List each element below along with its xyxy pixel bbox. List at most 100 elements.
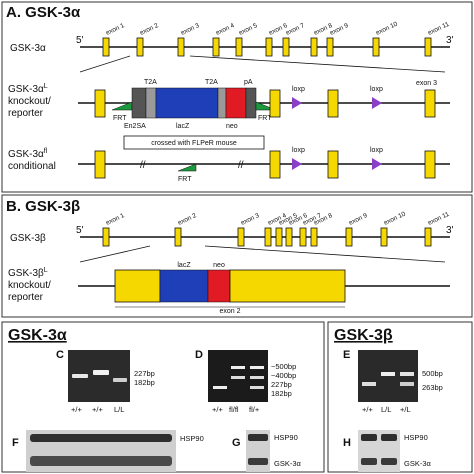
gene-a-exon-1-label: exon 1 [105,22,126,37]
cond-a-break-1: // [140,160,146,171]
gene-a-exon-2-label: exon 2 [139,22,160,37]
en2sa-label: En2SA [124,123,146,130]
ko-a-loxp-2 [372,97,382,109]
gene-a-exon-6-box [265,37,273,57]
ko-b-exon2-left [114,269,161,303]
three-prime-a: 3' [446,35,454,46]
gene-b-exon-3-label: exon 3 [240,212,261,227]
panel-c-band-label-2: 182bp [134,378,155,387]
panel-e-lane-2: L/L [381,405,391,414]
panel-c-band-2a [93,370,109,375]
panel-d-band-1 [213,386,227,389]
panel-d-band-label-4: 182bp [271,389,292,398]
section-a-title: A. GSK-3α [6,4,81,21]
gene-b-exon-7-box [299,227,307,247]
panel-d-band-6 [250,386,264,389]
gene-a-exon-5-box [235,37,243,57]
panel-e-lane-1: +/+ [362,405,373,414]
gene-a-exon-7-label: exon 7 [285,22,306,37]
panel-d-band-label-3: 227bp [271,380,292,389]
panel-d-letter: D [195,349,203,361]
panel-e-band-2 [381,372,395,376]
gene-b-exon-1-box [102,227,110,247]
panel-h-band-1 [361,434,377,441]
panel-c-lane-3: L/L [114,405,124,414]
row-b-ko-label-3: reporter [8,292,44,303]
panel-g-letter: G [232,437,241,449]
panel-d-band-4 [250,366,264,369]
gene-a-exon-10-label: exon 10 [375,21,399,37]
cond-a-loxp-2 [372,158,382,170]
panel-d-band-3 [231,376,245,379]
t2a-1-label: T2A [144,79,157,86]
zoom-line-b-right [204,245,446,263]
panel-e-band-label-2: 263bp [422,383,443,392]
gene-b-exon-10-label: exon 10 [383,211,407,227]
ko-a-loxp-2-label: loxp [370,86,383,93]
row-a-ko-label-1: GSK-3αL [8,83,48,95]
panel-d-band-label-2: ~400bp [271,371,296,380]
panel-g-band-2 [248,458,268,465]
panel-d-band-label-1: ~500bp [271,362,296,371]
panel-e-letter: E [343,349,350,361]
zoom-line-a-left [79,55,131,73]
cond-a-frt [177,163,197,172]
row-b-ko-label-1: GSK-3βL [8,267,48,279]
gene-a-exon-8-box [310,37,318,57]
panel-c-band-3a [113,378,127,382]
pa-box [245,87,257,119]
neo-label: neo [226,123,238,130]
section-a-frame [1,1,473,193]
three-prime-b: 3' [446,225,454,236]
panel-h-label-2: GSK-3α [404,459,432,468]
t2a-1-box [145,87,157,119]
panel-f-band-row-2 [30,456,172,466]
panel-h-label-1: HSP90 [404,433,428,442]
panel-e-band-1 [362,382,376,386]
five-prime-b: 5' [76,225,84,236]
lower-beta-title: GSK-3β [334,327,393,344]
ko-a-frt-2-label: FRT [258,115,272,122]
row-b-wt-label: GSK-3β [10,233,46,244]
panel-h-band-3 [361,458,377,465]
row-a-cond-label-1: GSK-3αfl [8,148,48,160]
ko-a-exon-3-box [327,89,339,118]
gene-b-exon-5-box [275,227,283,247]
t2a-2-label: T2A [205,79,218,86]
gene-b-exon-1-label: exon 1 [105,212,126,227]
panel-h-letter: H [343,437,351,449]
section-b-frame [1,194,473,318]
panel-h-band-2 [381,434,397,441]
panel-e-band-4 [400,382,414,386]
ko-b-neo-box [207,269,231,303]
panel-g-label-1: HSP90 [274,433,298,442]
cond-a-exon-3b-box [424,150,436,179]
gene-a-exon-1-box [102,37,110,57]
ko-b-lacz-label: lacZ [177,262,191,269]
gene-a-exon-4-label: exon 4 [215,22,236,37]
gene-b-exon-2-label: exon 2 [177,212,198,227]
cond-a-exon-2-box [94,150,106,179]
panel-d-band-5 [250,376,264,379]
cond-a-frt-label: FRT [178,176,192,183]
panel-c-letter: C [56,349,64,361]
t2a-2-box [217,87,227,119]
panel-g-band-1 [248,434,268,441]
en2sa-box [131,87,147,119]
panel-c-lane-1: +/+ [71,405,82,414]
ko-b-exon2-label: exon 2 [219,308,240,315]
row-a-cond-label-2: conditional [8,161,56,172]
gene-b-exon-4-box [264,227,272,247]
neo-box [225,87,247,119]
gene-a-exon-3-box [177,37,185,57]
ko-b-lacz-box [159,269,209,303]
zoom-line-a-right [189,55,446,73]
lacz-box [155,87,219,119]
ko-b-exon2-right [229,269,346,303]
panel-e-band-3 [400,372,414,376]
gene-b-exon-8-box [310,227,318,247]
panel-e-lane-3: +/L [400,405,411,414]
ko-a-exon-2-box [94,89,106,118]
panel-d-lane-3: fl/+ [249,405,260,414]
panel-g-label-2: GSK-3α [274,459,302,468]
